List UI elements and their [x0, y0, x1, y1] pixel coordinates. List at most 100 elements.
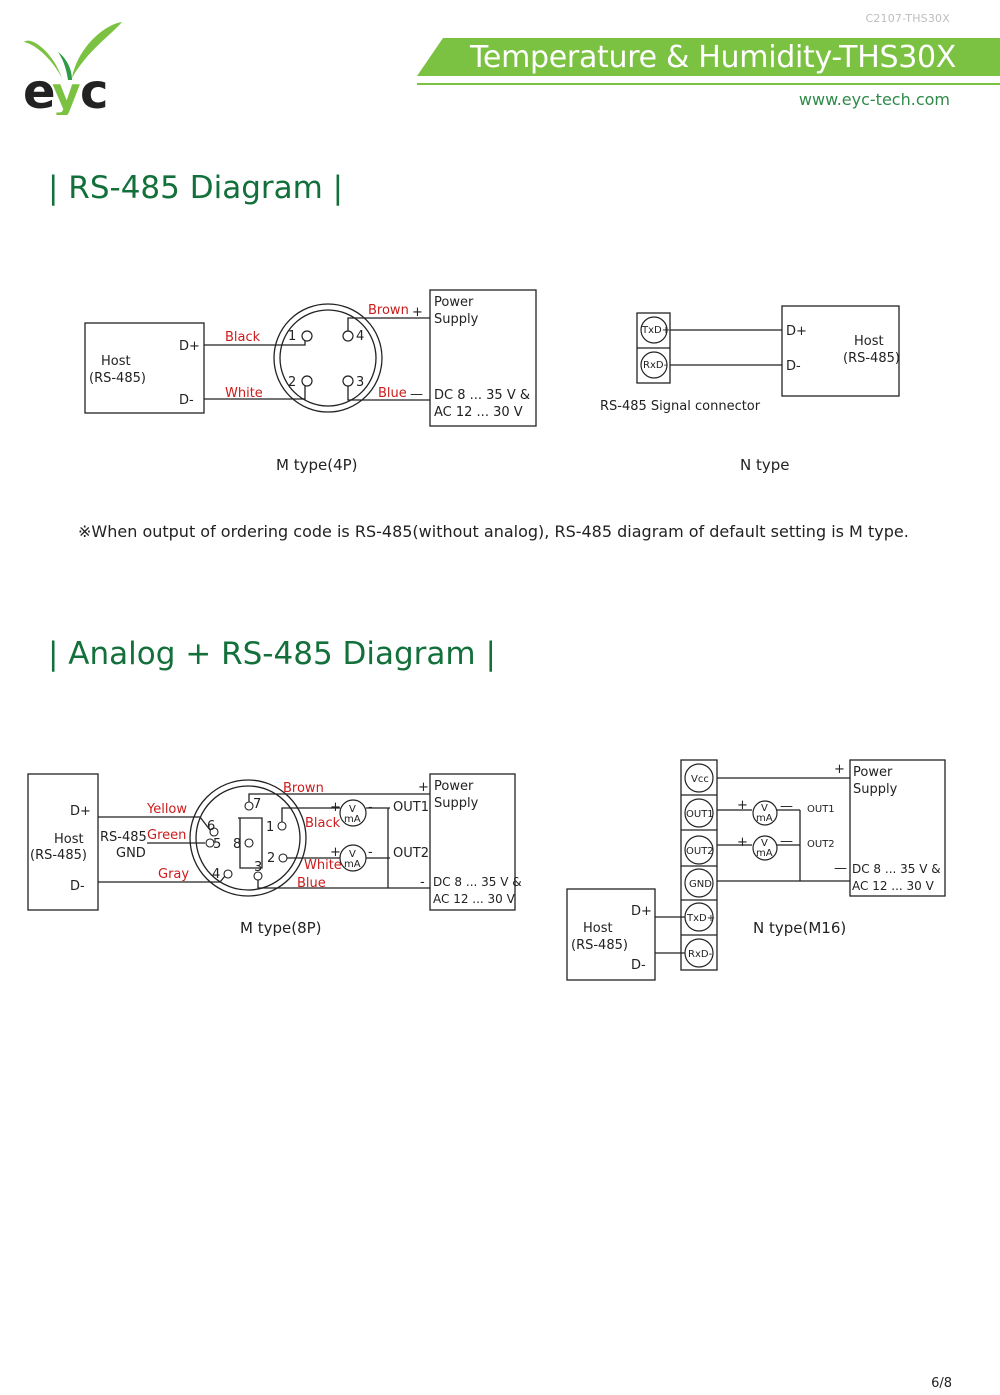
host-box-n: [781, 305, 900, 397]
txd-label-m16: TxD+: [686, 913, 715, 924]
n16-supply-label: Supply: [853, 782, 898, 797]
n16-dminus-label: D-: [631, 958, 646, 973]
pin-2-label: 2: [288, 375, 296, 390]
black-label-8p: Black: [305, 816, 341, 831]
m8-ac-label: AC 12 ... 30 V: [433, 892, 516, 906]
ac-label: AC 12 ... 30 V: [434, 405, 523, 420]
pin-1: [301, 330, 313, 342]
document-title: Temperature & Humidity-THS30X: [470, 40, 957, 75]
n16-plus-supply: +: [834, 762, 845, 777]
n16-dplus-label: D+: [631, 904, 652, 919]
m8-dplus-label: D+: [70, 804, 91, 819]
document-code: C2107-THS30X: [865, 12, 950, 25]
eyc-logo: e y c: [23, 22, 122, 115]
vcc-terminal: [684, 763, 714, 793]
n16-out1-minus: —: [780, 799, 793, 814]
rxd-label: RxD-: [643, 360, 668, 371]
m8-gnd-label: GND: [116, 846, 146, 861]
brown-wire: [347, 317, 430, 331]
vcc-label: Vcc: [691, 774, 709, 785]
m8-out2-label: OUT2: [393, 846, 429, 861]
pin8-8-label: 8: [233, 837, 241, 852]
out2-terminal-label: OUT2: [686, 846, 714, 857]
n16-power-label: Power: [853, 765, 893, 780]
meter-n-out2-ma: mA: [756, 848, 773, 859]
pin8-2-label: 2: [267, 851, 275, 866]
m8-host-sublabel: (RS-485): [30, 848, 87, 863]
n16-out2-minus: —: [780, 834, 793, 849]
svg-text:e: e: [23, 64, 56, 115]
m8-supply-label: Supply: [434, 796, 479, 811]
meter-out1-ma: mA: [344, 814, 361, 825]
gray-label: Gray: [158, 867, 189, 882]
m8-out1-label: OUT1: [393, 800, 429, 815]
n16-minus-supply: —: [834, 861, 847, 876]
white-label: White: [225, 386, 263, 401]
m-type-4p-caption: M type(4P): [276, 456, 358, 474]
m8-out2-minus: -: [368, 845, 373, 860]
n-host-sublabel: (RS-485): [843, 351, 900, 366]
white-wire: [204, 385, 306, 400]
rs485-default-note: ※When output of ordering code is RS-485(…: [78, 522, 909, 541]
out1-terminal: [684, 798, 714, 828]
dminus-label: D-: [179, 393, 194, 408]
meter-out1: [339, 799, 367, 827]
yellow-label: Yellow: [146, 802, 187, 817]
blue-label-8p: Blue: [297, 876, 326, 891]
section-heading-rs485: | RS-485 Diagram |: [48, 170, 344, 206]
connector-inner: [279, 309, 377, 407]
power-supply-box-m16: [849, 759, 946, 897]
svg-text:c: c: [80, 64, 108, 115]
supply-label: Supply: [434, 312, 479, 327]
website-link[interactable]: www.eyc-tech.com: [798, 90, 950, 109]
rxd-label-m16: RxD-: [688, 949, 713, 960]
pin8-3-label: 3: [254, 860, 262, 875]
pin-1-label: 1: [288, 329, 296, 344]
meter-n-out1-v: V: [761, 803, 768, 814]
brown-wire-8p: [248, 793, 430, 802]
n16-host-label: Host: [583, 921, 613, 936]
pin8-1-label: 1: [266, 820, 274, 835]
section-heading-analog-rs485: | Analog + RS-485 Diagram |: [48, 636, 496, 672]
m8-minus-supply: -: [420, 875, 425, 890]
blue-wire: [347, 386, 430, 401]
connector8-key: [238, 817, 263, 869]
black-wire-8p: [281, 807, 340, 822]
connector8-outer: [189, 779, 307, 897]
m8-out1-minus: -: [368, 800, 373, 815]
pin-2: [301, 375, 313, 387]
pin8-4: [223, 869, 233, 879]
pin-3-label: 3: [356, 375, 364, 390]
power-supply-box-8p: [429, 773, 516, 911]
pin8-6-label: 6: [207, 819, 215, 834]
pin8-8: [244, 838, 254, 848]
dc-label: DC 8 ... 35 V &: [434, 388, 530, 403]
m8-power-label: Power: [434, 779, 474, 794]
connector8-inner: [195, 785, 301, 891]
connector-outer: [273, 303, 383, 413]
plus-label: +: [412, 305, 423, 320]
meter-n-out1: [752, 800, 778, 826]
n16-ac-label: AC 12 ... 30 V: [852, 879, 935, 893]
n-dminus-label: D-: [786, 359, 801, 374]
minus-label: —: [410, 387, 423, 402]
n16-out1-plus: +: [737, 798, 748, 813]
power-label: Power: [434, 295, 474, 310]
pin8-4-label: 4: [212, 867, 220, 882]
meter-out1-v: V: [349, 804, 356, 815]
green-label: Green: [147, 828, 186, 843]
n16-out1-label: OUT1: [807, 804, 835, 815]
n16-dc-label: DC 8 ... 35 V &: [852, 862, 941, 876]
m8-out2-plus: +: [330, 845, 341, 860]
m8-rs485-label: RS-485: [100, 830, 147, 845]
meter-n-out2: [752, 835, 778, 861]
host-sublabel: (RS-485): [89, 371, 146, 386]
page-number: 6/8: [931, 1376, 952, 1391]
out1-terminal-label: OUT1: [686, 809, 714, 820]
gnd-label: GND: [689, 879, 712, 890]
n16-out2-label: OUT2: [807, 839, 835, 850]
